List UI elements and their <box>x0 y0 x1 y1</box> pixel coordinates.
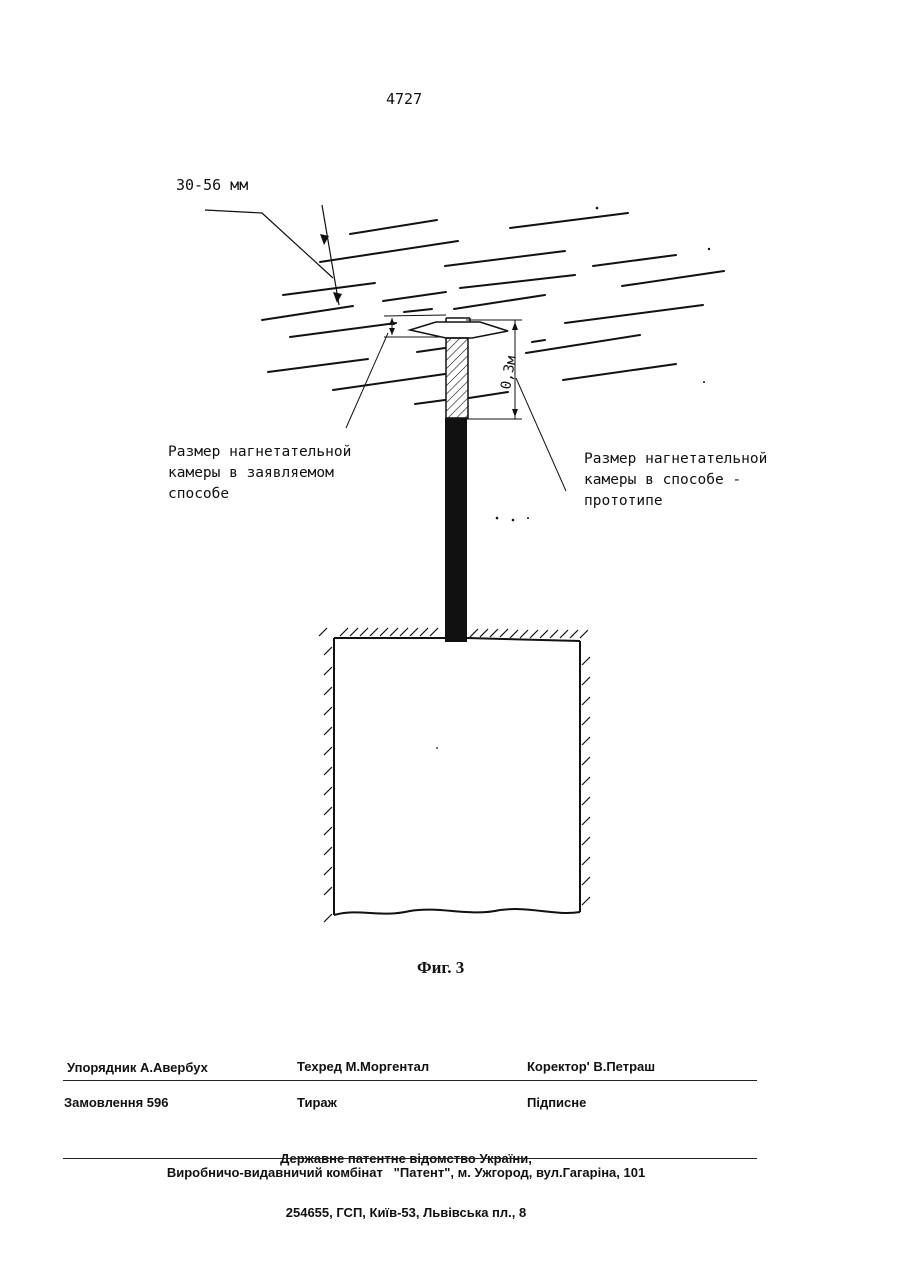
annotation-prototype-method: Размер нагнетательной камеры в способе -… <box>584 449 767 512</box>
reservoir-chamber <box>334 638 580 915</box>
order-number: Замовлення 596 <box>64 1095 169 1110</box>
colophon-divider <box>63 1080 757 1081</box>
circulation-label: Тираж <box>297 1095 337 1110</box>
stratum-line <box>417 348 445 352</box>
stratum-line <box>320 241 458 262</box>
colophon-divider <box>63 1158 757 1159</box>
stratum-line <box>290 323 396 337</box>
top-dimension-label: 30-56 мм <box>176 176 248 194</box>
stratum-line <box>454 295 545 309</box>
compiler-credit: Упорядник А.Авербух <box>67 1060 208 1075</box>
corrector-credit: Коректор' В.Петраш <box>527 1059 655 1074</box>
organization-address: 254655, ГСП, Київ-53, Львівська пл., 8 <box>0 1204 812 1222</box>
stratum-line <box>622 271 724 286</box>
stratum-line <box>445 251 565 266</box>
organization-block: Державне патентне відомство України, 254… <box>0 1114 812 1258</box>
figure-caption: Фиг. 3 <box>417 958 464 978</box>
techred-credit: Техред М.Моргентал <box>297 1059 429 1074</box>
publisher-line: Виробничо-видавничий комбінат "Патент", … <box>0 1165 812 1180</box>
wall-hatching <box>319 628 590 922</box>
stratum-line <box>510 213 628 228</box>
stratum-line <box>350 220 437 234</box>
stratum-line <box>262 306 353 320</box>
stratum-line <box>526 335 640 353</box>
stratum-line <box>404 309 432 312</box>
stratum-line <box>268 359 368 372</box>
stratum-line <box>532 340 545 342</box>
annotation-claimed-method: Размер нагнетательной камеры в заявляемо… <box>168 442 351 505</box>
stratum-line <box>383 292 446 301</box>
stratum-line <box>283 283 375 295</box>
stratum-line <box>469 392 508 398</box>
stratum-line <box>565 305 703 323</box>
stratum-line <box>333 374 445 390</box>
stratum-line <box>415 400 445 404</box>
side-dimension-label: 0,3м <box>498 354 520 391</box>
stratum-line <box>460 275 575 288</box>
borehole-pipe <box>445 418 467 642</box>
signed-label: Підписне <box>527 1095 586 1110</box>
stratum-line <box>563 364 676 380</box>
stratum-line <box>593 255 676 266</box>
